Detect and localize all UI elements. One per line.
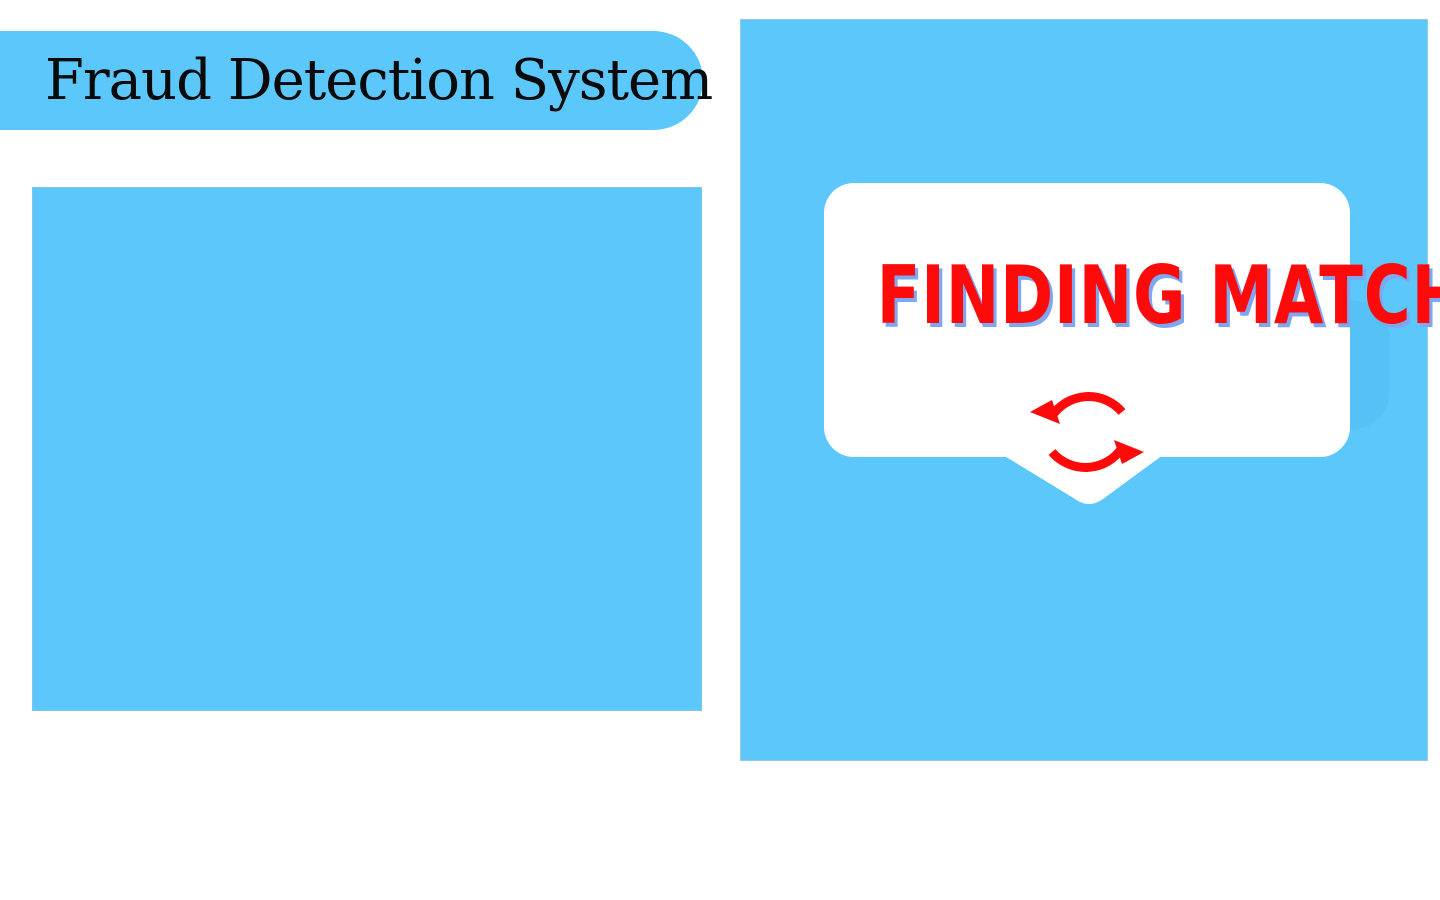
status-text: FINDING MATCH bbox=[876, 249, 1440, 342]
title-banner: Fraud Detection System bbox=[0, 31, 713, 130]
status-bubble bbox=[824, 183, 1350, 457]
sync-icon bbox=[1030, 392, 1144, 472]
page-title: Fraud Detection System bbox=[45, 48, 713, 113]
left-panel bbox=[32, 187, 702, 711]
bubble-tail bbox=[1003, 455, 1163, 504]
